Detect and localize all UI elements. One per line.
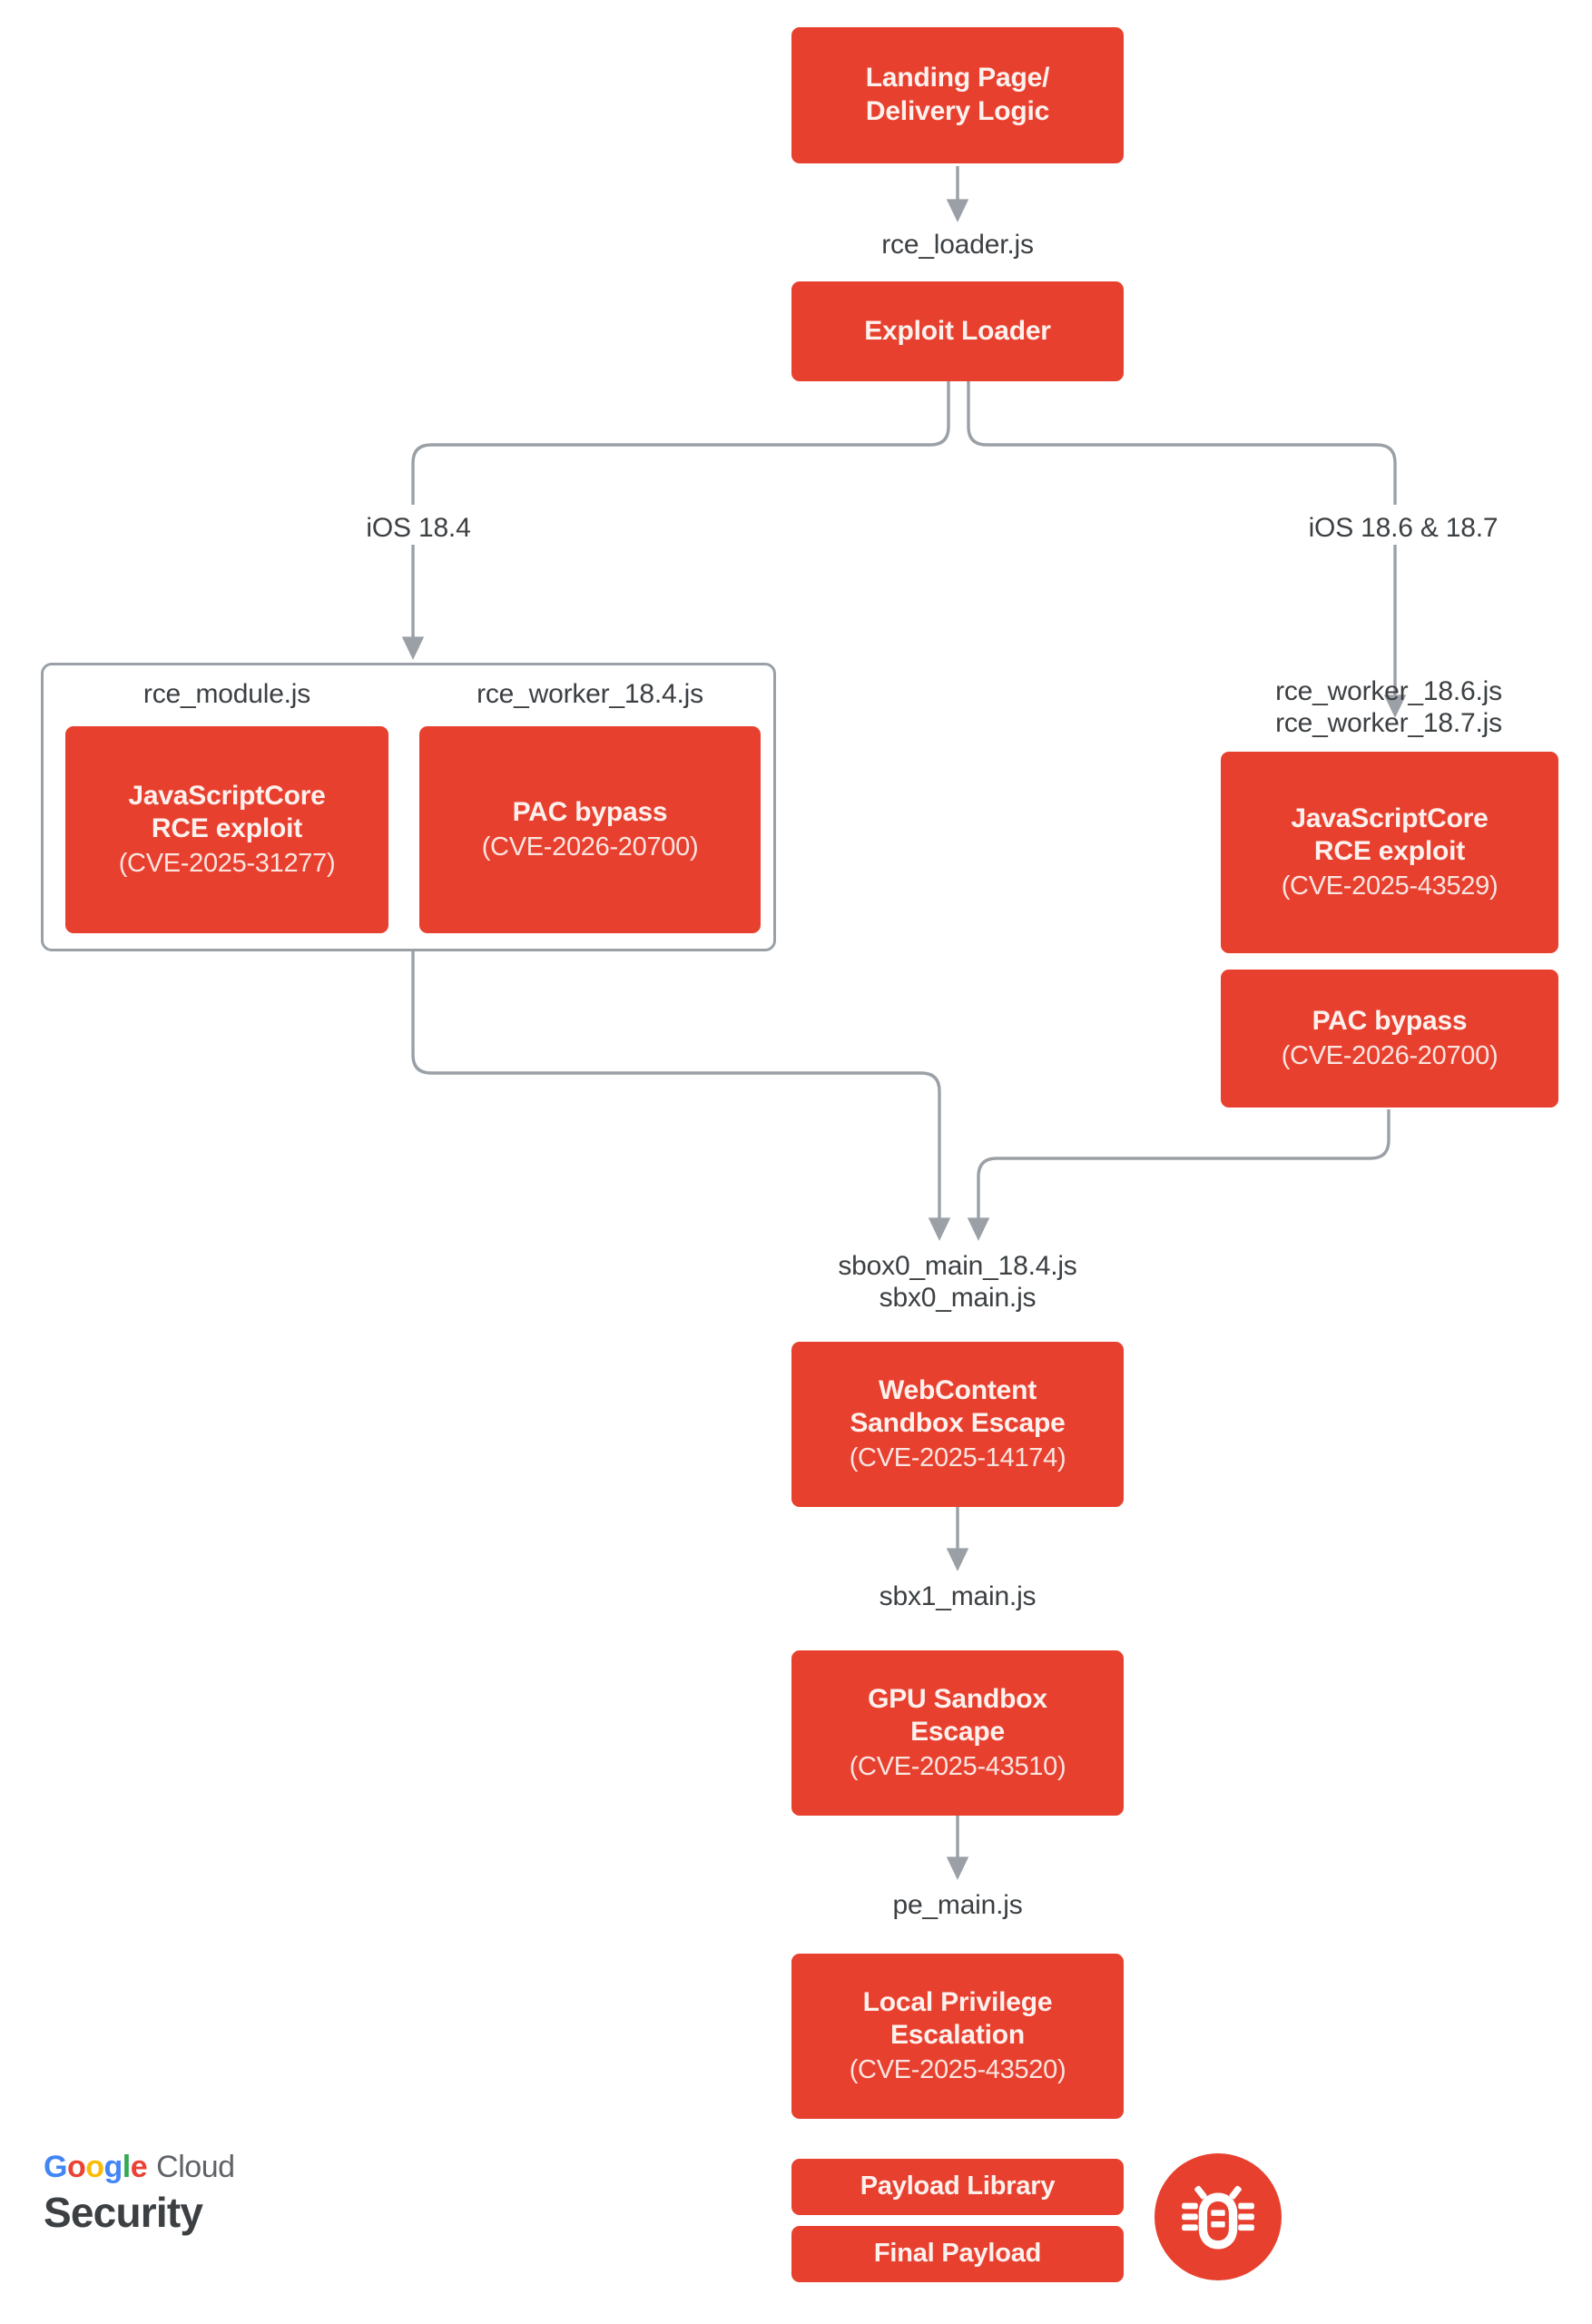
file-label-sbox0: sbox0_main_18.4.js sbx0_main.js — [838, 1251, 1077, 1313]
node-webcontent-line1: WebContent — [878, 1374, 1037, 1405]
node-payload-library[interactable]: Payload Library — [791, 2159, 1124, 2215]
logo-letter-o2: o — [85, 2150, 104, 2184]
logo-letter-o1: o — [66, 2150, 86, 2184]
node-webcontent-sandbox-escape[interactable]: WebContent Sandbox Escape (CVE-2025-1417… — [791, 1342, 1124, 1507]
node-landing-page[interactable]: Landing Page/ Delivery Logic — [791, 27, 1124, 163]
node-pac-bypass-18-6-cve: (CVE-2026-20700) — [1281, 1040, 1499, 1070]
node-final-payload[interactable]: Final Payload — [791, 2226, 1124, 2282]
bug-icon — [1182, 2185, 1254, 2250]
node-jsc-rce-exploit-18-4[interactable]: JavaScriptCore RCE exploit (CVE-2025-312… — [65, 726, 388, 933]
node-jsc-rce-18-6-line2: RCE exploit — [1313, 836, 1466, 867]
file-label-rce-worker-184: rce_worker_18.4.js — [477, 679, 703, 709]
node-local-privilege-escalation[interactable]: Local Privilege Escalation (CVE-2025-435… — [791, 1954, 1124, 2119]
edge-left-group-to-webcontent — [411, 951, 951, 1241]
node-exploit-loader[interactable]: Exploit Loader — [791, 281, 1124, 381]
node-final-payload-label: Final Payload — [873, 2239, 1042, 2269]
node-jsc-rce-18-4-line1: JavaScriptCore — [128, 780, 326, 811]
file-label-rce-module: rce_module.js — [142, 679, 311, 709]
node-lpe-cve: (CVE-2025-43520) — [849, 2054, 1066, 2084]
node-landing-page-line1: Landing Page/ — [865, 63, 1050, 94]
edge-right-pac-to-webcontent — [967, 1109, 1391, 1241]
node-gpu-sandbox-escape[interactable]: GPU Sandbox Escape (CVE-2025-43510) — [791, 1650, 1124, 1816]
node-pac-bypass-18-6[interactable]: PAC bypass (CVE-2026-20700) — [1221, 970, 1558, 1108]
logo-letter-g: G — [44, 2150, 67, 2184]
edge-loader-to-left-branch — [411, 381, 950, 505]
logo-letter-l: l — [122, 2150, 131, 2184]
edge-label-ios-184: iOS 18.4 — [300, 513, 537, 544]
logo-word-cloud: Cloud — [156, 2150, 235, 2184]
node-exploit-loader-label: Exploit Loader — [864, 315, 1051, 346]
node-payload-library-label: Payload Library — [860, 2171, 1056, 2201]
node-landing-page-line2: Delivery Logic — [865, 96, 1050, 126]
file-label-pe-main: pe_main.js — [892, 1890, 1023, 1920]
node-gpu-line2: Escape — [910, 1717, 1005, 1748]
node-lpe-line1: Local Privilege — [862, 1986, 1053, 2017]
node-pac-bypass-18-6-line1: PAC bypass — [1312, 1006, 1468, 1037]
node-pac-bypass-18-4-cve: (CVE-2026-20700) — [481, 832, 699, 862]
node-webcontent-line2: Sandbox Escape — [850, 1408, 1066, 1439]
file-label-sbx1-main: sbx1_main.js — [879, 1581, 1037, 1611]
node-gpu-cve: (CVE-2025-43510) — [849, 1751, 1066, 1781]
node-jsc-rce-18-6-line1: JavaScriptCore — [1291, 803, 1489, 833]
file-label-rce-workers-186-187: rce_worker_18.6.js rce_worker_18.7.js — [1275, 676, 1502, 738]
node-jsc-rce-exploit-18-6[interactable]: JavaScriptCore RCE exploit (CVE-2025-435… — [1221, 752, 1558, 953]
node-jsc-rce-18-6-cve: (CVE-2025-43529) — [1281, 871, 1499, 901]
logo-letter-e: e — [130, 2150, 148, 2184]
edge-label-ios-186-187: iOS 18.6 & 18.7 — [1262, 513, 1545, 544]
node-gpu-line1: GPU Sandbox — [868, 1683, 1047, 1714]
logo-letter-g2: g — [103, 2150, 123, 2184]
node-lpe-line2: Escalation — [889, 2020, 1026, 2051]
node-pac-bypass-18-4-line1: PAC bypass — [512, 797, 668, 828]
node-jsc-rce-18-4-cve: (CVE-2025-31277) — [118, 848, 336, 878]
node-jsc-rce-18-4-line2: RCE exploit — [151, 813, 303, 844]
file-label-rce-loader: rce_loader.js — [881, 230, 1034, 260]
logo-word-security: Security — [44, 2189, 203, 2236]
bug-badge — [1155, 2153, 1282, 2280]
node-webcontent-cve: (CVE-2025-14174) — [849, 1443, 1066, 1472]
node-pac-bypass-18-4[interactable]: PAC bypass (CVE-2026-20700) — [419, 726, 761, 933]
edge-loader-to-right-branch — [967, 381, 1397, 505]
